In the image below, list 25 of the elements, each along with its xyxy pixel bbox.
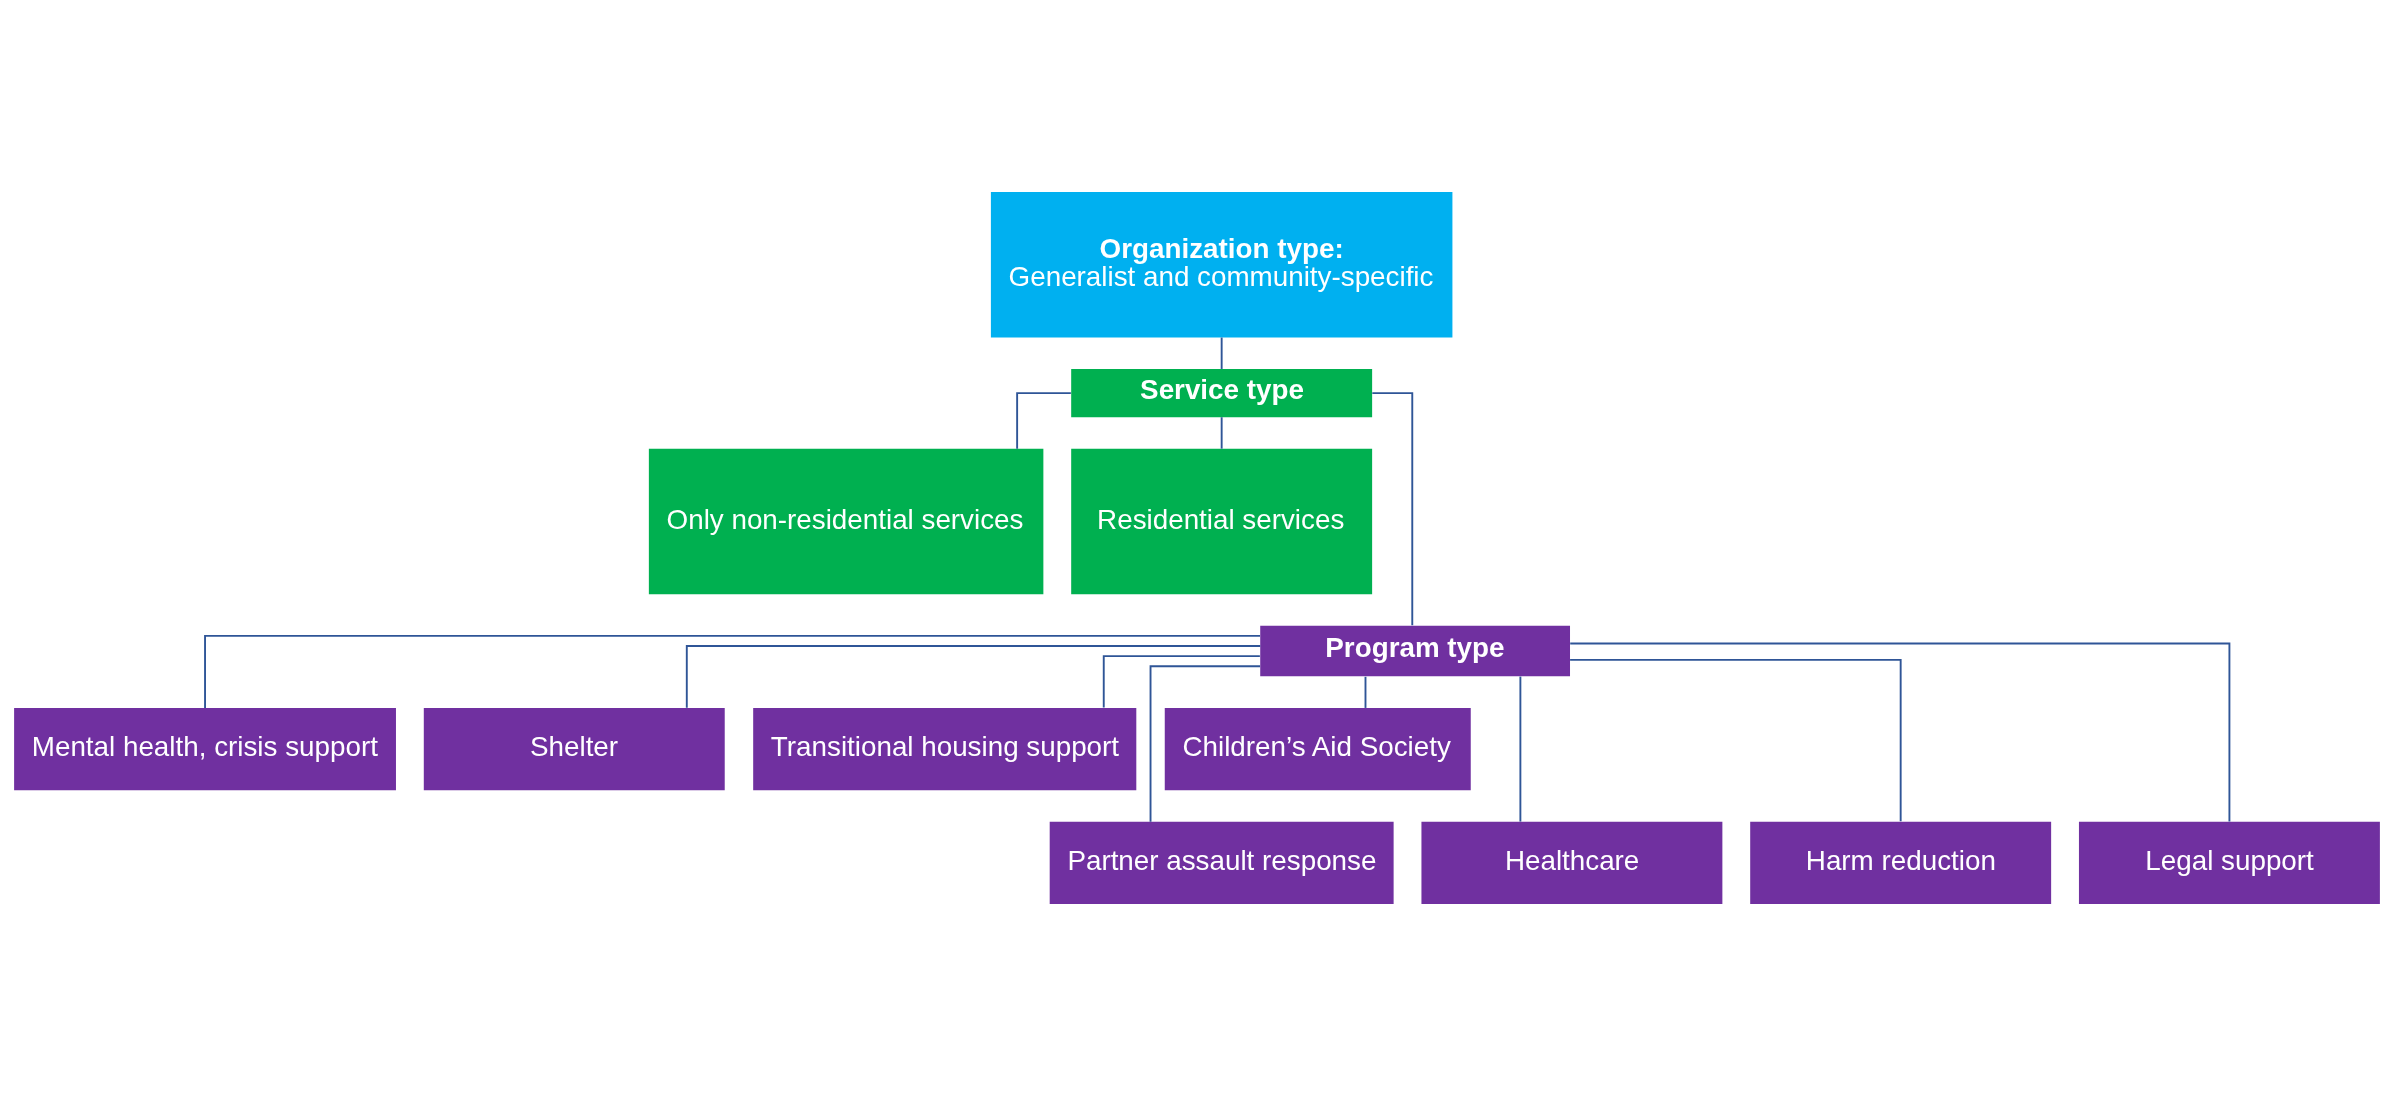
node-box: Service type xyxy=(1071,368,1373,417)
connector xyxy=(685,644,1262,709)
node-box: Residential services xyxy=(1071,448,1373,594)
connector xyxy=(1569,642,2231,823)
node-box: Organization type: Generalist and community-specific xyxy=(990,191,1453,337)
node-box: Children’s Aid Society xyxy=(1164,707,1471,790)
connector xyxy=(1519,675,1522,822)
node-box: Partner assault response xyxy=(1049,821,1394,904)
connector xyxy=(1569,658,1902,822)
connector xyxy=(1371,391,1414,626)
node-box: Legal support xyxy=(2078,821,2380,904)
connector xyxy=(1102,654,1261,708)
node-box: Healthcare xyxy=(1421,821,1723,904)
node-box: Transitional housing support xyxy=(753,707,1137,790)
connector xyxy=(1016,391,1072,450)
connector xyxy=(1149,664,1261,823)
node-box: Shelter xyxy=(423,707,725,790)
connector xyxy=(1220,415,1223,450)
node-box: Harm reduction xyxy=(1750,821,2052,904)
connector xyxy=(1364,675,1367,709)
node-box: Program type xyxy=(1260,625,1570,676)
node-box: Mental health, crisis support xyxy=(14,707,396,790)
connector xyxy=(1220,336,1223,370)
node-box: Only non-residential services xyxy=(648,448,1044,594)
connector xyxy=(204,634,1261,709)
